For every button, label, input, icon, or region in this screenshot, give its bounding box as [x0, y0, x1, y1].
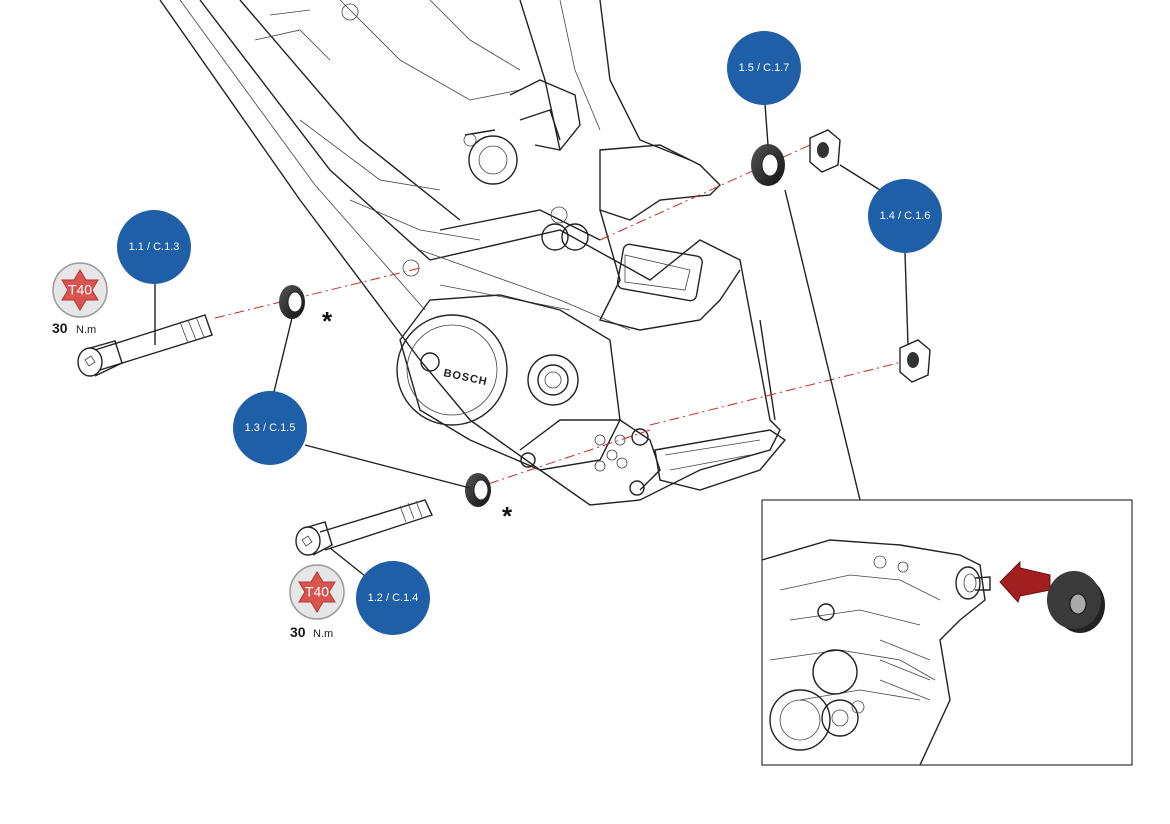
svg-text:1.3 / C.1.5: 1.3 / C.1.5 — [245, 422, 296, 434]
nut-upper — [809, 129, 841, 173]
svg-text:1.2 / C.1.4: 1.2 / C.1.4 — [368, 592, 419, 604]
torque-unit: N.m — [313, 628, 333, 640]
callout-1-3: 1.3 / C.1.5 — [233, 391, 307, 465]
bolt-lower — [295, 499, 433, 556]
callout-1-2: 1.2 / C.1.4 — [356, 561, 430, 635]
insert-arrow-icon — [999, 560, 1051, 603]
bike-frame-drawing — [159, 0, 787, 506]
inset-washer — [1047, 571, 1105, 633]
svg-text:1.5 / C.1.7: 1.5 / C.1.7 — [739, 62, 790, 74]
callout-1-4: 1.4 / C.1.6 — [868, 179, 942, 253]
callout-1-5: 1.5 / C.1.7 — [727, 31, 801, 105]
nut-lower — [899, 339, 931, 383]
detail-inset — [761, 499, 1133, 766]
torx-size-label: T40 — [305, 584, 329, 600]
bolt-upper — [77, 314, 213, 377]
torque-value: 30 — [52, 320, 68, 336]
svg-text:1.1 / C.1.3: 1.1 / C.1.3 — [129, 241, 180, 253]
asterisk-lower: * — [502, 501, 513, 531]
torque-badge-lower: T40 30 N.m — [289, 564, 345, 640]
torx-size-label: T40 — [68, 282, 92, 298]
spacer-washer — [751, 144, 785, 186]
leader-lines — [154, 103, 909, 581]
torque-value: 30 — [290, 624, 306, 640]
torque-badge-upper: T40 30 N.m — [52, 262, 108, 336]
torque-unit: N.m — [76, 324, 96, 336]
motor-brand-label: BOSCH — [442, 367, 488, 388]
torx-star-icon — [298, 571, 336, 613]
torx-star-icon — [61, 269, 99, 311]
alignment-axes — [214, 144, 911, 491]
inset-frame-drawing — [761, 539, 991, 766]
asterisk-upper: * — [322, 306, 333, 336]
bushing-lower — [465, 473, 491, 507]
svg-text:1.4 / C.1.6: 1.4 / C.1.6 — [880, 210, 931, 222]
callout-1-1: 1.1 / C.1.3 — [117, 210, 191, 284]
bushing-upper — [279, 285, 305, 319]
